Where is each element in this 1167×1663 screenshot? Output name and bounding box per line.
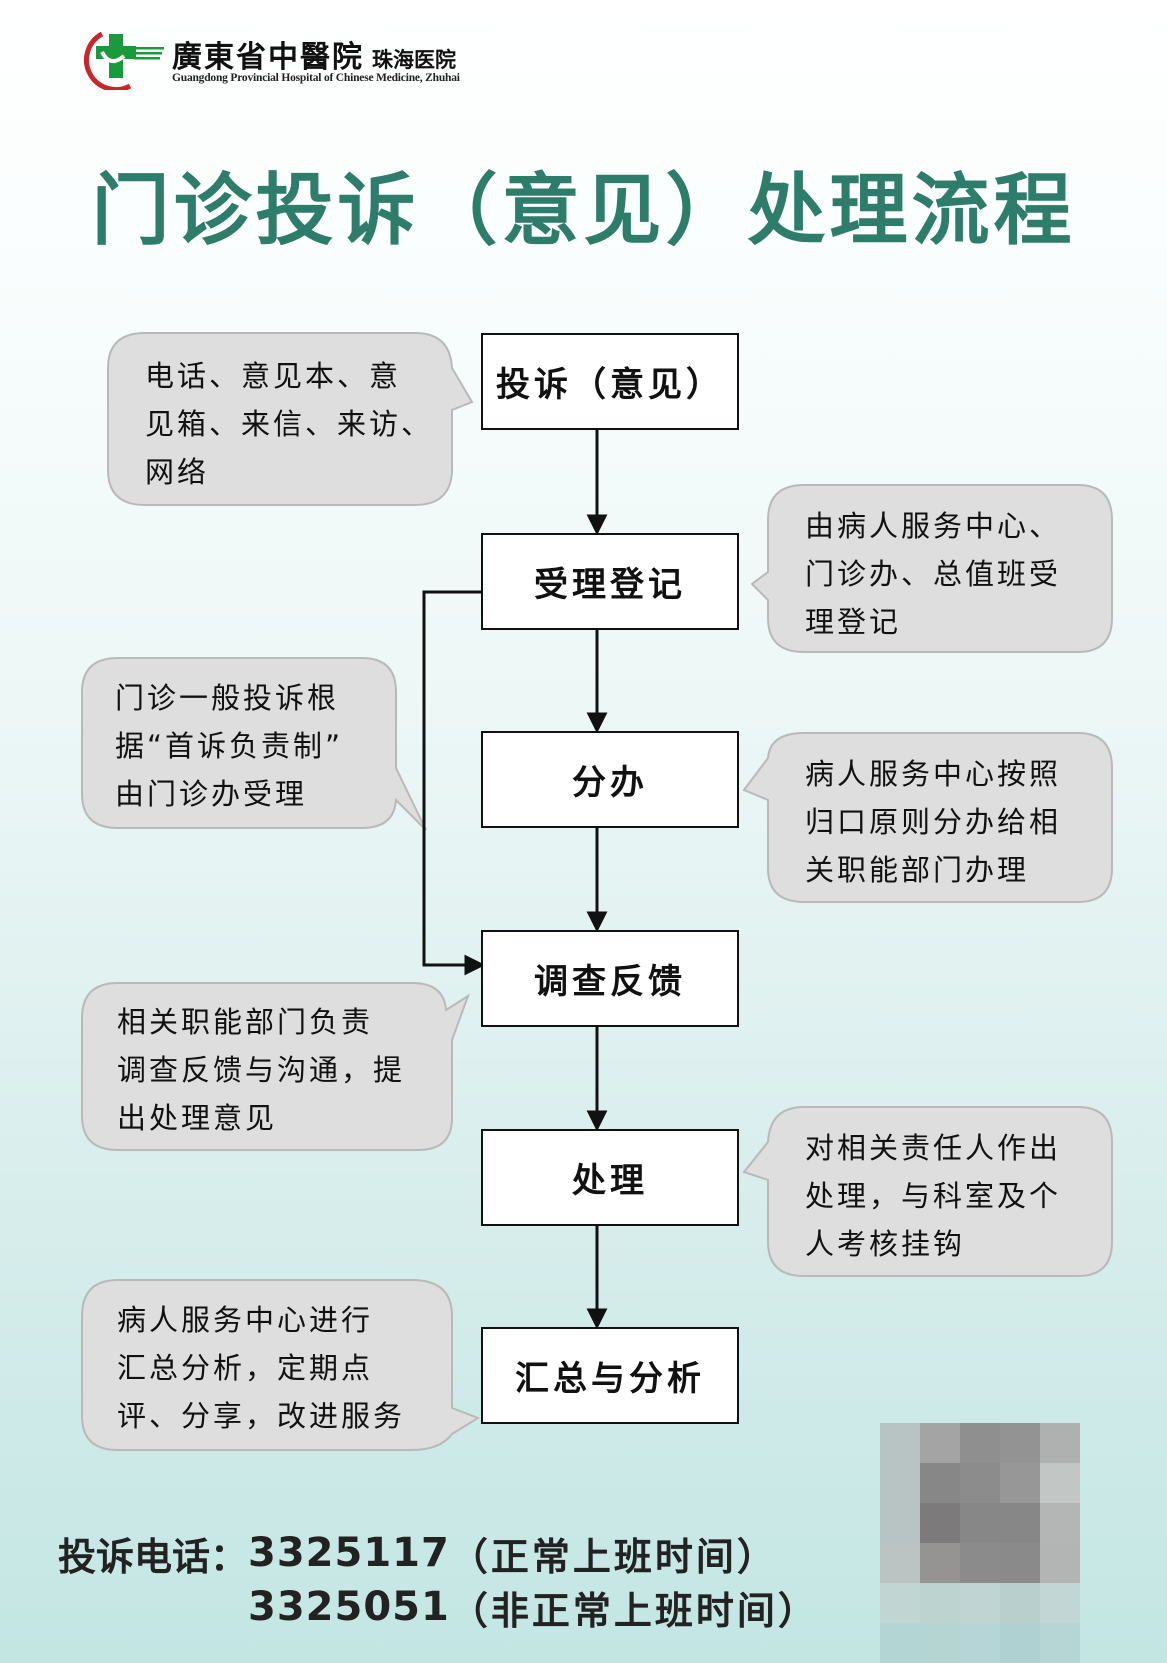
note-bubble-6 [742,1106,1113,1277]
step-complaint: 投诉（意见） [481,333,739,430]
hospital-name-en: Guangdong Provincial Hospital of Chinese… [172,72,460,84]
note-registration: 由病人服务中心、 门诊办、总值班受 理登记 [805,509,1062,639]
hotline-number-regular: 3325117 [248,1530,450,1576]
note-summary: 病人服务中心进行 汇总分析，定期点 评、分享，改进服务 [117,1303,406,1433]
note-complaint-channels: 电话、意见本、意 见箱、来信、来访、 网络 [145,359,434,489]
hotline-row-1: 投诉电话： 3325117 （正常上班时间） [58,1526,819,1580]
note-bubble-4 [742,732,1113,903]
note-assignment: 病人服务中心按照 归口原则分办给相 关职能部门办理 [805,757,1062,887]
page-title: 门诊投诉（意见）处理流程 [91,166,1076,256]
step-registration: 受理登记 [481,533,739,630]
hotline-number-after-hours: 3325051 [248,1584,450,1630]
note-bubble-3 [81,657,427,831]
hotline-note-after-hours: （非正常上班时间） [449,1588,819,1633]
hospital-name: 廣東省中醫院 [172,40,364,75]
hotline-label: 投诉电话： [58,1534,249,1579]
note-bubble-2 [750,484,1113,653]
hospital-cross-logo-icon [83,31,164,90]
complaint-hotline: 投诉电话： 3325117 （正常上班时间） 3325051 （非正常上班时间） [58,1526,819,1634]
step-investigation-feedback: 调查反馈 [481,930,739,1027]
qr-code-pixelated [880,1423,1080,1663]
note-first-contact-responsibility: 门诊一般投诉根 据“首诉负责制” 由门诊办受理 [115,681,344,811]
step-handling: 处理 [481,1129,739,1226]
note-bubble-1 [107,332,474,506]
note-handling: 对相关责任人作出 处理，与科室及个 人考核挂钩 [805,1131,1062,1261]
hotline-note-regular: （正常上班时间） [449,1534,778,1579]
arrowhead-1-2 [586,514,608,536]
branch-name: 珠海医院 [372,48,456,72]
bypass-connector [422,590,481,967]
step-summary-analysis: 汇总与分析 [481,1327,739,1424]
hospital-logo: 廣東省中醫院珠海医院 Guangdong Provincial Hospital… [72,28,472,90]
note-bubble-5 [81,982,470,1151]
arrowhead-3-4 [586,911,608,933]
hotline-row-2: 3325051 （非正常上班时间） [58,1580,819,1634]
note-investigation: 相关职能部门负责 调查反馈与沟通，提 出处理意见 [117,1005,406,1135]
arrowhead-5-6 [586,1308,608,1330]
arrowhead-4-5 [586,1110,608,1132]
step-assignment: 分办 [481,731,739,828]
hospital-name-cn: 廣東省中醫院珠海医院 [172,32,456,76]
note-bubble-7 [81,1279,481,1451]
bypass-arrowhead [464,954,486,976]
arrowhead-2-3 [586,712,608,734]
